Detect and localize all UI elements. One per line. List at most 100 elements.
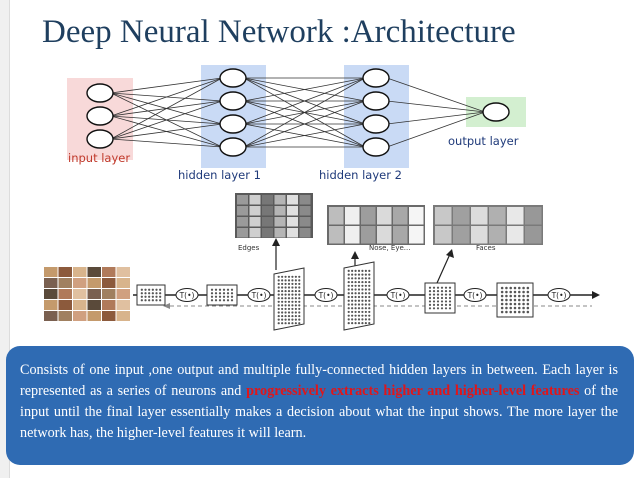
feature-map-dot (287, 275, 291, 278)
feature-map-dot (448, 290, 452, 293)
feature-map-dot (440, 307, 444, 310)
feature-tile (299, 228, 311, 238)
feature-map-dot (513, 302, 517, 306)
feature-map-dot (351, 295, 354, 299)
network-connections (110, 77, 486, 148)
feature-map-dot (298, 286, 301, 289)
feature-map-dot (500, 310, 504, 314)
feature-map-dot (230, 288, 234, 291)
feature-map-dot (277, 314, 280, 318)
feature-map-dot (368, 288, 371, 291)
feature-tile (361, 207, 376, 225)
feature-map-dot (368, 269, 371, 272)
feature-map-dot (284, 322, 287, 325)
feature-map-dot (364, 307, 367, 310)
feature-map-dot (361, 269, 364, 272)
feature-map-dot (354, 284, 357, 287)
feature-map-dot (277, 300, 280, 303)
feature-map-dot (364, 292, 367, 295)
face-photo (73, 278, 87, 288)
feature-map-dot (448, 296, 452, 300)
network-neurons (86, 68, 510, 157)
feature-map-dot (522, 286, 525, 290)
feature-map-dot (148, 299, 151, 302)
feature-map-dot (347, 314, 350, 317)
feature-tile (299, 206, 311, 216)
feature-map-dot (210, 288, 214, 291)
feature-map-dot (284, 300, 287, 303)
feature-map-dot (436, 293, 440, 296)
feature-map-dot (436, 307, 440, 310)
feature-map-dot (287, 279, 291, 282)
pipeline-transforms: T(•)T(•)T(•)T(•)T(•)T(•) (175, 288, 571, 302)
feature-map-dot (291, 297, 294, 300)
feature-map-dot (148, 288, 151, 291)
feature-map-dot (226, 288, 230, 291)
feature-map-dot (151, 288, 154, 291)
feature-map-dot (298, 311, 301, 314)
face-photo (44, 300, 58, 310)
caption-text-part1: Consists of one input ,one output and mu… (20, 362, 618, 399)
output-layer-label: output layer (448, 134, 519, 148)
feature-map-dot (361, 288, 364, 291)
feature-map-dot (440, 290, 444, 293)
feature-map-dot (291, 300, 294, 303)
feature-map-dot (351, 288, 354, 291)
feature-map-dot (281, 297, 284, 300)
feature-map-dot (500, 302, 504, 306)
hidden1-neuron (219, 137, 247, 157)
transform-label: T(•) (251, 291, 267, 300)
feature-map-dot (218, 288, 222, 291)
feature-map-dot (298, 314, 301, 318)
feature-map-dot (347, 322, 350, 325)
transform-node: T(•) (247, 288, 271, 302)
transform-ellipse (386, 288, 410, 302)
feature-tile (345, 207, 360, 225)
feature-map-dot (361, 292, 364, 295)
feature-map-dot (144, 295, 147, 298)
feature-map-dot (518, 310, 521, 314)
feature-map-dot (294, 322, 297, 325)
feature-tile (393, 207, 408, 225)
feature-tile (329, 207, 344, 225)
feature-map-dot (436, 286, 440, 289)
feature-map (343, 261, 375, 331)
feature-map-dot (505, 310, 508, 314)
feature-map-dot (361, 314, 364, 317)
transform-ellipse (247, 288, 271, 302)
face-photo (44, 278, 58, 288)
input-neuron (86, 129, 114, 149)
feature-map-dot (440, 303, 444, 306)
feature-map-dot (500, 294, 504, 298)
feature-map-dot (509, 310, 512, 314)
feature-map-dot (522, 306, 525, 310)
feature-map-dot (298, 289, 301, 293)
hidden1-neuron (219, 91, 247, 111)
feature-map-dot (218, 299, 222, 302)
hidden2-neuron (362, 114, 390, 134)
feature-map-dot (361, 280, 364, 284)
feature-map-dot (298, 297, 301, 300)
input-photo-collage (44, 267, 130, 321)
feature-map-dot (294, 282, 297, 286)
feature-map-dot (526, 290, 530, 294)
nose-eye-feature-image (327, 205, 425, 245)
feature-tile (237, 206, 248, 216)
feature-map-dot (518, 306, 521, 310)
feature-map-dot (281, 275, 284, 278)
feature-map-dot (428, 300, 432, 303)
faces-up-arrow (436, 249, 454, 284)
feature-tile (262, 217, 273, 227)
feature-map-dot (347, 307, 350, 310)
feature-map-dot (277, 279, 280, 282)
feature-map-dot (281, 282, 284, 286)
feature-map-dot (277, 286, 280, 289)
feature-tile (435, 207, 452, 225)
transform-label: T(•) (318, 291, 334, 300)
feature-tile (409, 207, 424, 225)
transform-ellipse (175, 288, 199, 302)
face-photo (73, 267, 87, 277)
feature-map-dot (357, 295, 361, 299)
feature-map-dot (444, 293, 448, 296)
feature-map-dot (505, 302, 508, 306)
